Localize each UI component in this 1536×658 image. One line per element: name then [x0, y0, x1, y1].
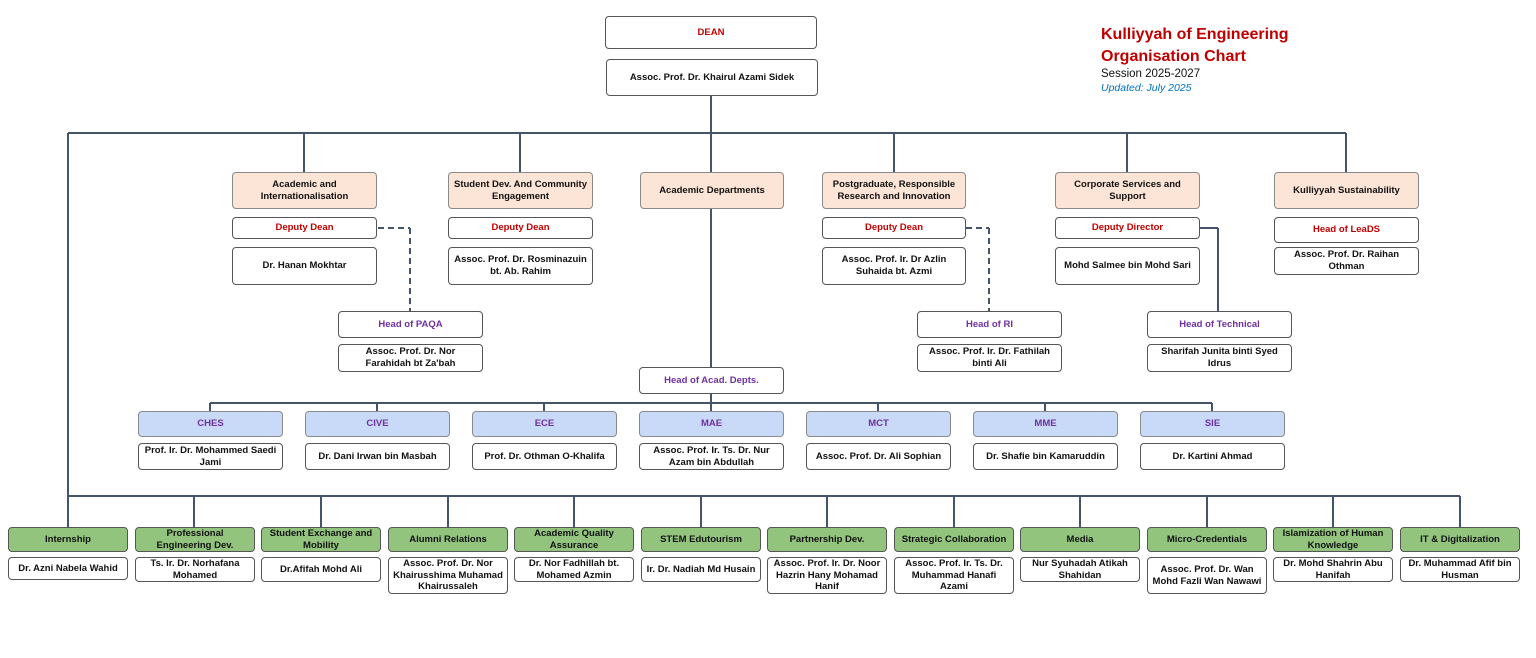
dept-head-name: Dr. Shafie bin Kamaruddin: [973, 443, 1118, 470]
unit-alumni-relations: Alumni Relations: [388, 527, 508, 552]
unit-media: Media: [1020, 527, 1140, 552]
unit-head-name: Dr. Nor Fadhillah bt. Mohamed Azmin: [514, 557, 634, 582]
unit-head-name: Dr. Muhammad Afif bin Husman: [1400, 557, 1520, 582]
chart-title-line1: Kulliyyah of Engineering: [1101, 26, 1289, 43]
division-corporate-services: Corporate Services and Support: [1055, 172, 1200, 209]
dept-ece: ECE: [472, 411, 617, 437]
dept-mct: MCT: [806, 411, 951, 437]
chart-title: Kulliyyah of Engineering Organisation Ch…: [1101, 24, 1289, 68]
head-of-technical-role: Head of Technical: [1147, 311, 1292, 338]
head-of-leads-name: Assoc. Prof. Dr. Raihan Othman: [1274, 247, 1419, 275]
deputy-dean-role: Deputy Dean: [232, 217, 377, 239]
unit-head-name: Assoc. Prof. Ir. Ts. Dr. Muhammad Hanafi…: [894, 557, 1014, 594]
dept-mme: MME: [973, 411, 1118, 437]
unit-head-name: Ir. Dr. Nadiah Md Husain: [641, 557, 761, 582]
head-of-technical-name: Sharifah Junita binti Syed Idrus: [1147, 344, 1292, 372]
unit-academic-quality-assurance: Academic Quality Assurance: [514, 527, 634, 552]
head-of-acad-depts: Head of Acad. Depts.: [639, 367, 784, 394]
division-academic-departments: Academic Departments: [640, 172, 784, 209]
dept-head-name: Assoc. Prof. Ir. Ts. Dr. Nur Azam bin Ab…: [639, 443, 784, 470]
dept-head-name: Prof. Dr. Othman O-Khalifa: [472, 443, 617, 470]
unit-head-name: Nur Syuhadah Atikah Shahidan: [1020, 557, 1140, 582]
deputy-dean-role: Deputy Dean: [822, 217, 966, 239]
dept-head-name: Dr. Kartini Ahmad: [1140, 443, 1285, 470]
unit-head-name: Assoc. Prof. Ir. Dr. Noor Hazrin Hany Mo…: [767, 557, 887, 594]
dean-role-box: DEAN: [605, 16, 817, 49]
division-student-dev: Student Dev. And Community Engagement: [448, 172, 593, 209]
dean-name-box: Assoc. Prof. Dr. Khairul Azami Sidek: [606, 59, 818, 96]
division-postgraduate: Postgraduate, Responsible Research and I…: [822, 172, 966, 209]
unit-student-exchange: Student Exchange and Mobility: [261, 527, 381, 552]
unit-professional-engineering-dev: Professional Engineering Dev.: [135, 527, 255, 552]
dept-mae: MAE: [639, 411, 784, 437]
dept-sie: SIE: [1140, 411, 1285, 437]
deputy-dean-name: Dr. Hanan Mokhtar: [232, 247, 377, 285]
dept-head-name: Prof. Ir. Dr. Mohammed Saedi Jami: [138, 443, 283, 470]
deputy-director-role: Deputy Director: [1055, 217, 1200, 239]
unit-islamization: Islamization of Human Knowledge: [1273, 527, 1393, 552]
session-label: Session 2025-2027: [1101, 68, 1201, 80]
unit-internship: Internship: [8, 527, 128, 552]
dept-head-name: Assoc. Prof. Dr. Ali Sophian: [806, 443, 951, 470]
dept-ches: CHES: [138, 411, 283, 437]
deputy-dean-name: Assoc. Prof. Ir. Dr Azlin Suhaida bt. Az…: [822, 247, 966, 285]
head-of-ri-name: Assoc. Prof. Ir. Dr. Fathilah binti Ali: [917, 344, 1062, 372]
division-academic-internationalisation: Academic and Internationalisation: [232, 172, 377, 209]
head-of-leads-role: Head of LeaDS: [1274, 217, 1419, 243]
deputy-dean-role: Deputy Dean: [448, 217, 593, 239]
unit-head-name: Assoc. Prof. Dr. Nor Khairusshima Muhama…: [388, 557, 508, 594]
dept-head-name: Dr. Dani Irwan bin Masbah: [305, 443, 450, 470]
unit-partnership-dev: Partnership Dev.: [767, 527, 887, 552]
unit-it-digitalization: IT & Digitalization: [1400, 527, 1520, 552]
head-of-paqa-name: Assoc. Prof. Dr. Nor Farahidah bt Za'bah: [338, 344, 483, 372]
head-of-paqa-role: Head of PAQA: [338, 311, 483, 338]
head-of-ri-role: Head of RI: [917, 311, 1062, 338]
unit-stem-edutourism: STEM Edutourism: [641, 527, 761, 552]
unit-head-name: Ts. Ir. Dr. Norhafana Mohamed: [135, 557, 255, 582]
deputy-director-name: Mohd Salmee bin Mohd Sari: [1055, 247, 1200, 285]
dept-cive: CIVE: [305, 411, 450, 437]
unit-head-name: Dr.Afifah Mohd Ali: [261, 557, 381, 582]
unit-micro-credentials: Micro-Credentials: [1147, 527, 1267, 552]
unit-head-name: Dr. Mohd Shahrin Abu Hanifah: [1273, 557, 1393, 582]
chart-title-line2: Organisation Chart: [1101, 48, 1246, 65]
unit-head-name: Dr. Azni Nabela Wahid: [8, 557, 128, 580]
updated-label: Updated: July 2025: [1101, 82, 1192, 94]
unit-strategic-collaboration: Strategic Collaboration: [894, 527, 1014, 552]
unit-head-name: Assoc. Prof. Dr. Wan Mohd Fazli Wan Nawa…: [1147, 557, 1267, 594]
deputy-dean-name: Assoc. Prof. Dr. Rosminazuin bt. Ab. Rah…: [448, 247, 593, 285]
division-kulliyyah-sustainability: Kulliyyah Sustainability: [1274, 172, 1419, 209]
